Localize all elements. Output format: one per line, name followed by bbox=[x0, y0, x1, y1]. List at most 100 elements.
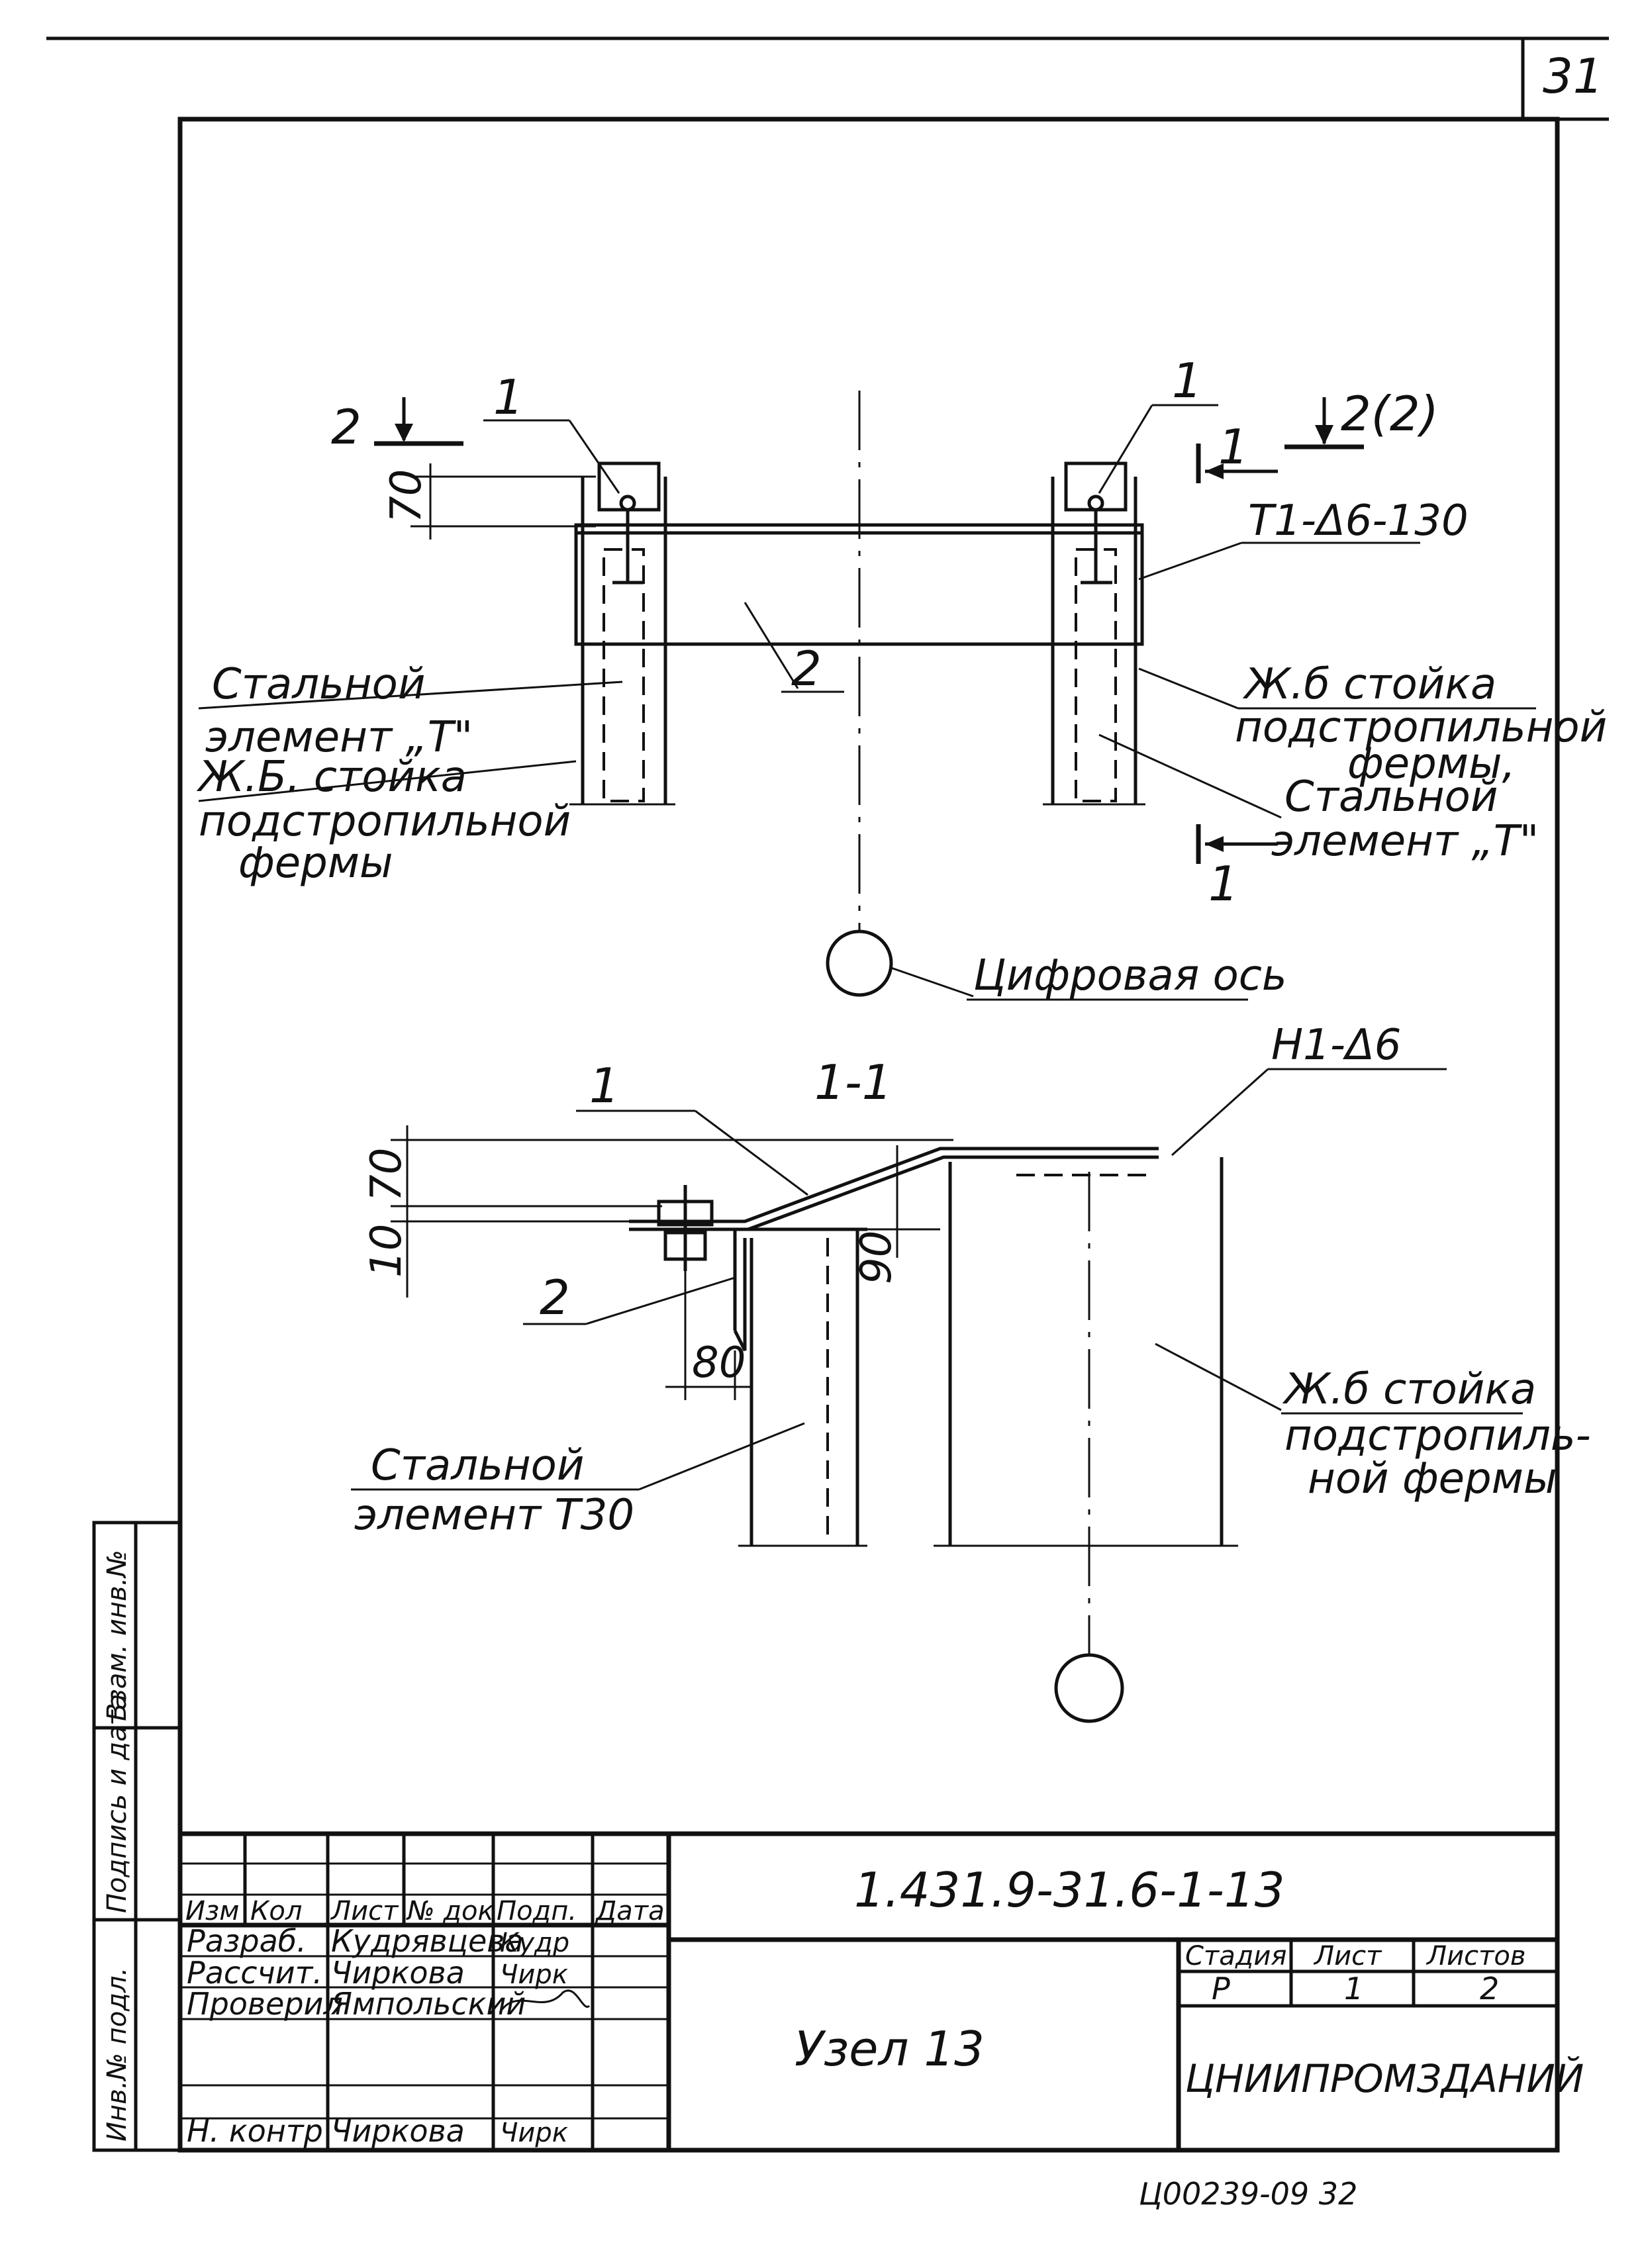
plan-view: Цифровая ось 70 2 1 bbox=[196, 353, 1607, 1001]
right-bracket-1 bbox=[1064, 461, 1128, 512]
plan-right-note-2: подстропильной bbox=[1235, 703, 1607, 752]
left-steel-element bbox=[603, 548, 645, 802]
tb-signature-2: Чирк bbox=[500, 1960, 568, 1990]
plate-2 bbox=[574, 523, 1144, 646]
callout-left: 1 bbox=[493, 369, 524, 425]
plan-left-note-1: Стальной bbox=[212, 660, 425, 709]
section-dim-90: 90 bbox=[852, 1231, 901, 1284]
plan-left-note-3: Ж.Б. стойка bbox=[196, 753, 467, 802]
tb-stage-value: Р bbox=[1212, 1971, 1230, 2007]
section-callout-1: 1 bbox=[589, 1058, 620, 1113]
tb-doc-code: 1.431.9-31.6-1-13 bbox=[854, 1862, 1285, 1918]
right-steel-element bbox=[1075, 548, 1117, 802]
tb-stage-label: Стадия bbox=[1185, 1941, 1286, 1971]
plan-left-note-5: фермы bbox=[238, 839, 393, 888]
right-note-leader-1 bbox=[1138, 667, 1239, 710]
plan-right-note-3: фермы, bbox=[1347, 739, 1516, 788]
plan-right-note-1: Ж.б стойка bbox=[1242, 660, 1496, 709]
tb-sheet-value: 1 bbox=[1344, 1971, 1363, 2007]
tb-header-izm: Изм bbox=[185, 1896, 239, 1926]
cut-bottom-label: 1 bbox=[1208, 856, 1239, 912]
callout-left-leader bbox=[568, 420, 620, 494]
side-inv-no: Инв.№ подл. bbox=[102, 1967, 132, 2142]
axis-marker-circle bbox=[826, 929, 893, 997]
section-dim-80: 80 bbox=[692, 1339, 746, 1388]
tb-header-list: Лист bbox=[330, 1896, 399, 1926]
section-mark-right-arrowhead bbox=[1315, 425, 1333, 445]
section-left-note-1: Стальной bbox=[371, 1441, 584, 1490]
left-note-leader-2 bbox=[198, 760, 577, 802]
tb-header-doc: № док bbox=[406, 1896, 494, 1926]
section-mark-left-arrowhead bbox=[395, 424, 413, 442]
tb-role-2: Рассчит. bbox=[187, 1955, 322, 1991]
tb-signature-5: Чирк bbox=[500, 2118, 568, 2148]
tb-header-data: Дата bbox=[595, 1896, 665, 1926]
axis-label: Цифровая ось bbox=[973, 951, 1287, 1000]
section-view: 1-1 1 Н1-Δ6 2 bbox=[351, 1021, 1591, 1723]
tb-signature-3-scribble bbox=[499, 1989, 591, 2013]
plan-right-note-5: элемент „Т" bbox=[1271, 817, 1539, 866]
tb-name-5: Чиркова bbox=[331, 2113, 465, 2149]
section-callout-2-leader bbox=[585, 1276, 736, 1325]
plan-weld-label: Т1-Δ6-130 bbox=[1248, 496, 1469, 545]
cut-bottom-arrowhead bbox=[1205, 836, 1224, 852]
t-web-tip bbox=[733, 1238, 747, 1352]
tb-name-3: Ямпольский bbox=[330, 1986, 526, 2022]
tb-name-1: Кудрявцева bbox=[331, 1923, 524, 1959]
left-bracket-1 bbox=[597, 461, 661, 512]
cut-top-label: 1 bbox=[1218, 419, 1249, 475]
left-note-leader-1 bbox=[198, 681, 623, 710]
side-replacement-inv: Взам. инв.№ bbox=[102, 1550, 132, 1721]
section-title: 1-1 bbox=[814, 1055, 893, 1110]
section-right-note-2: подстропиль- bbox=[1284, 1411, 1591, 1460]
page-number: 31 bbox=[1543, 48, 1604, 104]
section-dim-10: 10 bbox=[362, 1224, 411, 1278]
section-mark-left: 2 bbox=[331, 399, 362, 455]
tb-role-3: Проверил bbox=[187, 1986, 343, 2022]
section-left-note-2: элемент Т30 bbox=[354, 1491, 634, 1540]
section-weld-label: Н1-Δ6 bbox=[1271, 1021, 1401, 1070]
section-dim-70: 70 bbox=[362, 1148, 411, 1202]
section-axis-circle bbox=[1054, 1653, 1124, 1723]
tb-sheets-value: 2 bbox=[1480, 1971, 1499, 2007]
plan-right-note-4: Стальной bbox=[1284, 773, 1498, 822]
tb-drawing-title: Узел 13 bbox=[795, 2021, 985, 2077]
section-weld-leader bbox=[1171, 1068, 1269, 1157]
title-block: Изм Кол Лист № док Подп. Дата Разраб. Ра… bbox=[177, 1831, 1584, 2153]
section-left-note-leader bbox=[638, 1422, 805, 1491]
plate-2-leader bbox=[744, 602, 799, 689]
axis-leader bbox=[891, 967, 974, 998]
tb-name-2: Чиркова bbox=[331, 1955, 465, 1991]
tb-header-kol: Кол bbox=[250, 1896, 302, 1926]
plan-center-label: 2 bbox=[791, 641, 822, 696]
section-right-note-leader bbox=[1155, 1343, 1282, 1411]
plan-left-note-4: подстропильной bbox=[199, 797, 571, 846]
bent-plate bbox=[629, 1147, 1159, 1223]
section-callout-2: 2 bbox=[540, 1270, 570, 1325]
tb-role-5: Н. контр bbox=[187, 2113, 323, 2149]
plan-left-note-2: элемент „Т" bbox=[205, 713, 473, 762]
cut-top-arrowhead bbox=[1205, 463, 1224, 479]
left-bolt bbox=[619, 495, 636, 512]
tb-sheet-label: Лист bbox=[1313, 1941, 1382, 1971]
tb-signature-1: Кудр bbox=[500, 1928, 569, 1958]
tb-organization: ЦНИИПРОМЗДАНИЙ bbox=[1185, 2055, 1584, 2101]
side-signature-date: Подпись и дата bbox=[102, 1694, 132, 1913]
section-right-note-3: ной фермы bbox=[1308, 1454, 1557, 1503]
right-bolt bbox=[1087, 495, 1104, 512]
section-mark-right: 2(2) bbox=[1341, 386, 1439, 442]
callout-right: 1 bbox=[1172, 353, 1202, 408]
footer-code: Ц00239-09 32 bbox=[1139, 2176, 1357, 2212]
tb-sheets-label: Листов bbox=[1426, 1941, 1525, 1971]
tb-header-podp: Подп. bbox=[497, 1896, 577, 1926]
bent-plate-lower bbox=[629, 1155, 1159, 1231]
plan-dim-70: 70 bbox=[382, 469, 431, 523]
section-right-note-1: Ж.б стойка bbox=[1282, 1365, 1536, 1414]
section-callout-1-leader bbox=[695, 1110, 808, 1196]
tb-role-1: Разраб. bbox=[187, 1923, 307, 1959]
title-block-frame bbox=[177, 1831, 1560, 2153]
right-note-leader-2 bbox=[1098, 733, 1282, 819]
weld-leader bbox=[1138, 542, 1242, 581]
callout-right-leader bbox=[1098, 404, 1153, 494]
